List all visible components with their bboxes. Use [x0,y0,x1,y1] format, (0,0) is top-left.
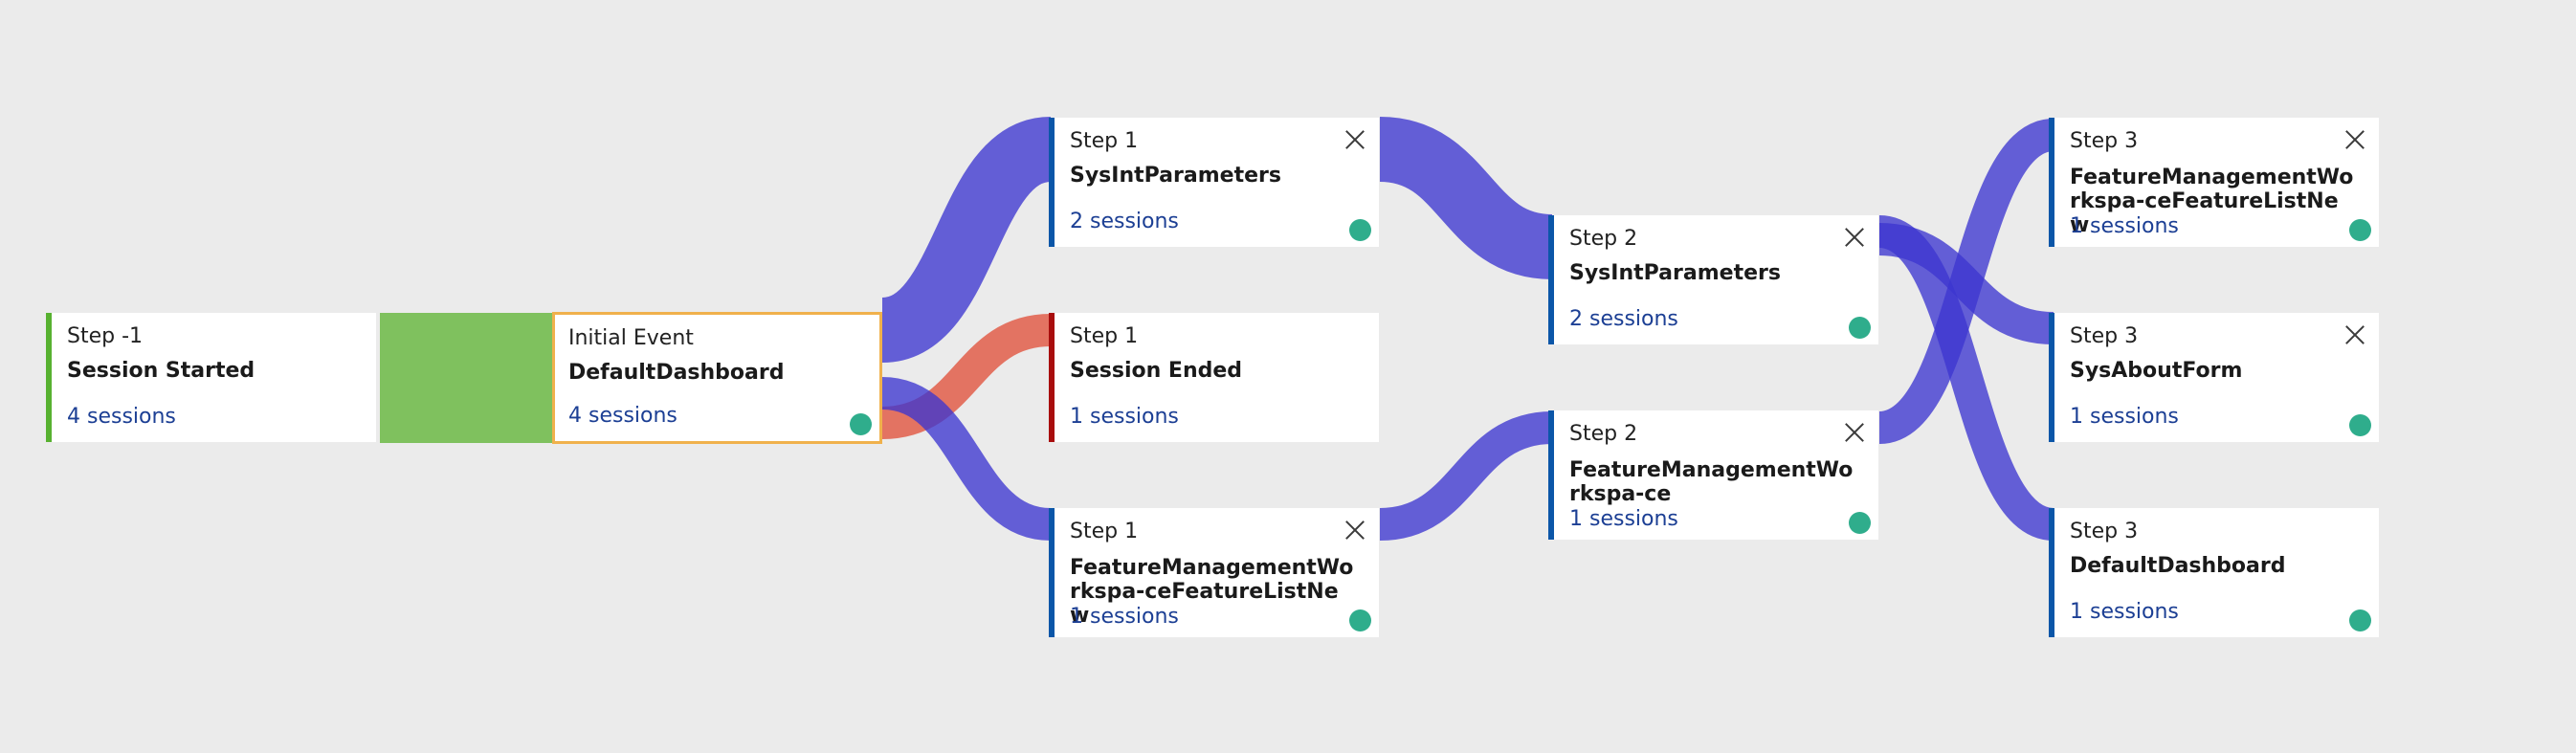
flow-initial-to-s1-sysint[interactable] [878,117,1055,363]
node-initial-event[interactable]: Initial Event DefaultDashboard 4 session… [552,312,882,444]
flow-initial-to-s1-ended[interactable] [881,314,1052,439]
status-dot-icon [2349,219,2371,241]
node-title: FeatureManagementWorkspa-ce [1569,458,1854,506]
step-label: Step 3 [2070,129,2139,153]
node-step3-sysaboutform[interactable]: Step 3 SysAboutForm 1 sessions [2049,313,2379,442]
session-count[interactable]: 1 sessions [1070,605,1179,629]
status-dot-icon [1849,512,1871,534]
step-label: Step 1 [1070,324,1139,348]
node-title: DefaultDashboard [2070,554,2286,578]
node-title: SysIntParameters [1070,164,1281,188]
status-dot-icon [1849,317,1871,339]
node-title: Session Ended [1070,359,1243,383]
close-icon[interactable] [1343,518,1367,543]
close-icon[interactable] [1842,420,1867,445]
close-icon[interactable] [2343,322,2367,347]
session-start-bar [380,313,553,443]
node-step2-sysintparameters[interactable]: Step 2 SysIntParameters 2 sessions [1548,215,1878,344]
status-dot-icon [850,413,872,435]
flow-s2-feature-to-s3-feature[interactable] [1876,119,2056,444]
status-dot-icon [1349,609,1371,631]
step-label: Step 1 [1070,520,1139,543]
node-title: SysAboutForm [2070,359,2243,383]
step-label: Initial Event [568,326,694,350]
close-icon[interactable] [1842,225,1867,250]
step-label: Step 2 [1569,227,1638,251]
step-label: Step 3 [2070,324,2139,348]
node-session-started[interactable]: Step -1 Session Started 4 sessions [46,313,376,442]
close-icon[interactable] [2343,127,2367,152]
flow-s1-sysint-to-s2-sysint[interactable] [1377,117,1555,279]
session-count[interactable]: 2 sessions [1569,307,1678,331]
node-title: DefaultDashboard [568,361,785,385]
node-step1-session-ended[interactable]: Step 1 Session Ended 1 sessions [1049,313,1379,442]
node-title: FeatureManagementWorkspa-ceFeatureListNe… [2070,166,2354,237]
step-label: Step 2 [1569,422,1638,446]
flow-s2-sysint-to-s3-dashboard[interactable] [1876,215,2056,541]
flow-s1-feature-to-s2-feature[interactable] [1379,411,1553,541]
node-step2-featuremanagement[interactable]: Step 2 FeatureManagementWorkspa-ce 1 ses… [1548,410,1878,540]
step-label: Step 3 [2070,520,2139,543]
status-dot-icon [1349,219,1371,241]
session-count[interactable]: 2 sessions [1070,210,1179,233]
session-count[interactable]: 4 sessions [67,405,176,429]
node-step3-featuremanagement[interactable]: Step 3 FeatureManagementWorkspa-ceFeatur… [2049,118,2379,247]
flow-initial-to-s1-feature[interactable] [880,377,1053,541]
step-label: Step 1 [1070,129,1139,153]
node-title: FeatureManagementWorkspa-ceFeatureListNe… [1070,556,1354,628]
node-title: Session Started [67,359,255,383]
step-label: Step -1 [67,324,144,348]
session-count[interactable]: 1 sessions [2070,405,2179,429]
session-count[interactable]: 1 sessions [2070,600,2179,624]
node-step1-featuremanagement[interactable]: Step 1 FeatureManagementWorkspa-ceFeatur… [1049,508,1379,637]
session-count[interactable]: 1 sessions [1070,405,1179,429]
status-dot-icon [2349,414,2371,436]
node-title: SysIntParameters [1569,261,1781,285]
node-step3-defaultdashboard[interactable]: Step 3 DefaultDashboard 1 sessions [2049,508,2379,637]
node-step1-sysintparameters[interactable]: Step 1 SysIntParameters 2 sessions [1049,118,1379,247]
close-icon[interactable] [1343,127,1367,152]
session-count[interactable]: 4 sessions [568,404,677,428]
status-dot-icon [2349,609,2371,631]
session-count[interactable]: 1 sessions [1569,507,1678,531]
session-count[interactable]: 1 sessions [2070,214,2179,238]
